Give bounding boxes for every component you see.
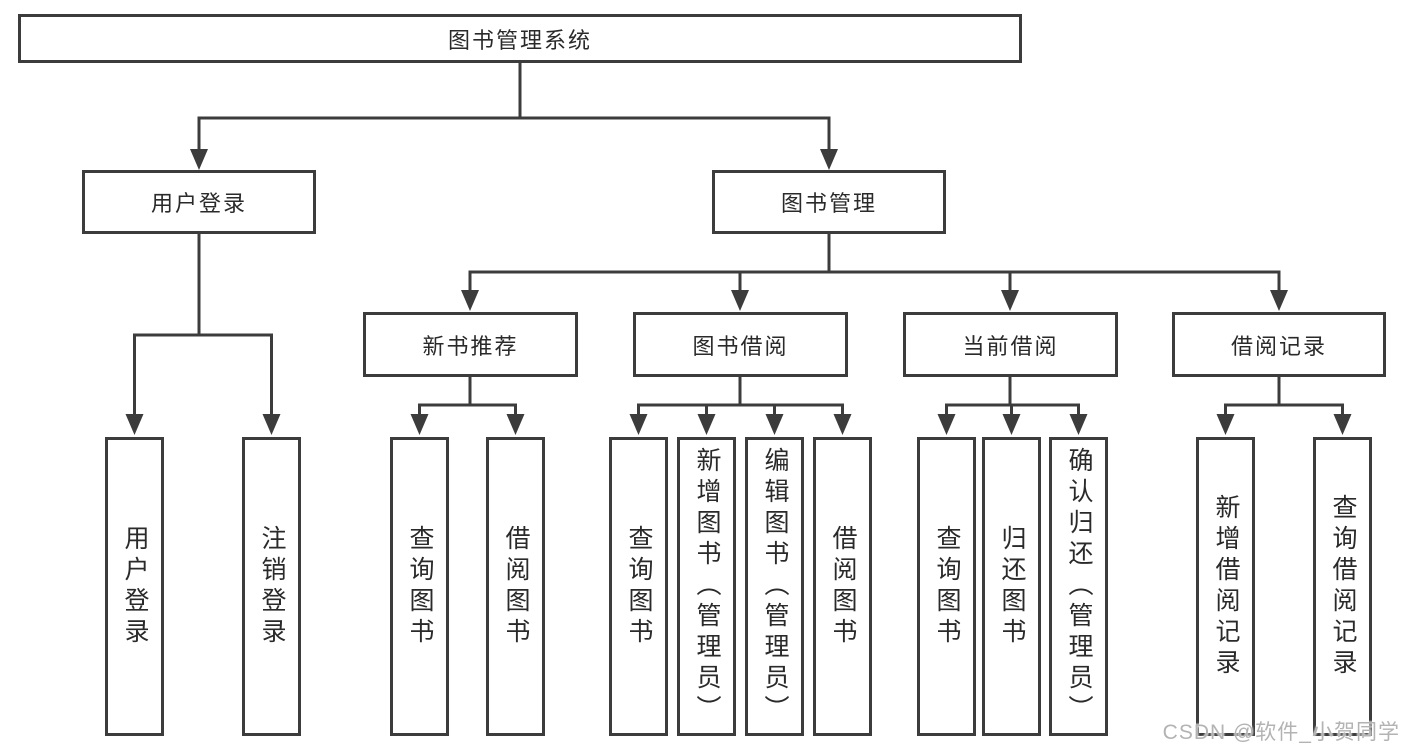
connector-borrow-records [1224, 375, 1344, 417]
arrowhead-icon [125, 414, 144, 435]
leaf-logout: 注销登录 [242, 437, 301, 736]
leaf-return-books-label: 归还图书 [998, 524, 1026, 649]
leaf-logout-label: 注销登录 [258, 524, 286, 649]
node-borrow-records: 借阅记录 [1172, 312, 1386, 377]
node-current-borrow-label: 当前借阅 [962, 333, 1059, 359]
arrowhead-icon [190, 149, 208, 170]
node-current-borrow: 当前借阅 [903, 312, 1118, 377]
arrowhead-icon [1216, 414, 1235, 435]
leaf-confirm-return-admin: 确认归还（管理员） [1049, 437, 1108, 736]
node-new-book-rec: 新书推荐 [363, 312, 578, 377]
leaf-query-borrow-record-label: 查询借阅记录 [1329, 493, 1357, 680]
leaf-user-login: 用户登录 [105, 437, 164, 736]
arrowhead-icon [833, 414, 852, 435]
node-book-borrow-label: 图书借阅 [692, 333, 789, 359]
leaf-return-books: 归还图书 [982, 437, 1041, 736]
leaf-query-books-c-label: 查询图书 [933, 524, 961, 649]
leaf-query-books-c: 查询图书 [917, 437, 976, 736]
leaf-add-books-admin-label: 新增图书（管理员） [693, 447, 721, 726]
node-new-book-rec-label: 新书推荐 [422, 333, 519, 359]
node-root: 图书管理系统 [18, 14, 1022, 63]
arrowhead-icon [1270, 290, 1288, 311]
arrowhead-icon [697, 414, 716, 435]
leaf-confirm-return-admin-label: 确认归还（管理员） [1065, 447, 1093, 726]
leaf-query-borrow-record: 查询借阅记录 [1313, 437, 1372, 736]
arrowhead-icon [731, 290, 749, 311]
connector-user-login [133, 232, 273, 416]
leaf-query-books-a: 查询图书 [390, 437, 449, 736]
node-book-mgmt: 图书管理 [712, 170, 946, 234]
arrowhead-icon [937, 414, 956, 435]
leaf-edit-books-admin-label: 编辑图书（管理员） [761, 447, 789, 726]
arrowhead-icon [410, 414, 429, 435]
leaf-borrow-books-b: 借阅图书 [813, 437, 872, 736]
leaf-borrow-books-b-label: 借阅图书 [829, 524, 857, 649]
node-user-login-label: 用户登录 [150, 191, 247, 216]
node-book-borrow: 图书借阅 [633, 312, 848, 377]
leaf-borrow-books-a: 借阅图书 [486, 437, 545, 736]
arrowhead-icon [506, 414, 525, 435]
arrowhead-icon [765, 414, 784, 435]
leaf-add-borrow-record: 新增借阅记录 [1196, 437, 1255, 736]
connector-book-mgmt [468, 232, 1281, 292]
node-borrow-records-label: 借阅记录 [1230, 333, 1327, 359]
leaf-add-borrow-record-label: 新增借阅记录 [1212, 493, 1240, 680]
connector-book-borrow [637, 375, 844, 417]
node-book-mgmt-label: 图书管理 [780, 191, 877, 216]
arrowhead-icon [1001, 290, 1019, 311]
leaf-query-books-b: 查询图书 [609, 437, 668, 736]
arrowhead-icon [1002, 414, 1021, 435]
leaf-query-books-b-label: 查询图书 [625, 524, 653, 649]
arrowhead-icon [1333, 414, 1352, 435]
leaf-edit-books-admin: 编辑图书（管理员） [745, 437, 804, 736]
arrowhead-icon [820, 149, 838, 170]
csdn-watermark: CSDN @软件_小贺同学 [1162, 721, 1400, 744]
connector-current-borrow [945, 375, 1080, 417]
arrowhead-icon [461, 290, 479, 311]
node-user-login: 用户登录 [82, 170, 316, 234]
arrowhead-icon [1069, 414, 1088, 435]
leaf-query-books-a-label: 查询图书 [406, 524, 434, 649]
leaf-user-login-label: 用户登录 [121, 524, 149, 649]
connector-new-book-rec [418, 375, 517, 417]
leaf-borrow-books-a-label: 借阅图书 [502, 524, 530, 649]
arrowhead-icon [262, 414, 281, 435]
arrowhead-icon [629, 414, 648, 435]
connector-root [197, 61, 831, 152]
node-root-label: 图书管理系统 [447, 27, 592, 53]
leaf-add-books-admin: 新增图书（管理员） [677, 437, 736, 736]
